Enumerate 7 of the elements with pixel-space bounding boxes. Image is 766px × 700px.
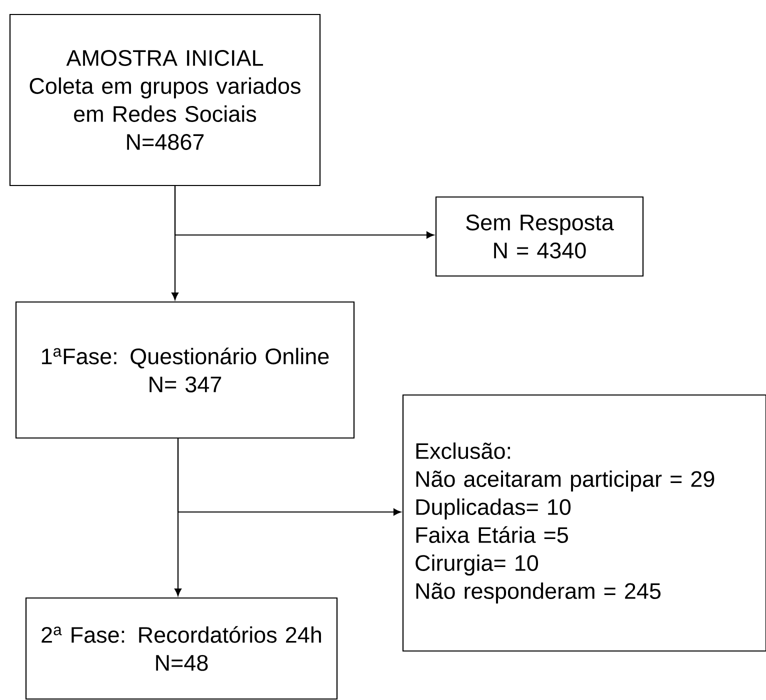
arrow <box>177 438 402 516</box>
process-box: AMOSTRA INICIAL Coleta em grupos variados em Redes Sociais N=4867 <box>9 14 321 186</box>
process-box: 2$^{a}$ Fase: Recordatórios 24h N=48 <box>25 597 338 700</box>
process-box: Exclusão: Não aceitaram participar = 29 Duplicadas= 10 Faixa Etária =5 Cirurgia= 10 Não responderam = 245 <box>402 394 766 652</box>
process-box: 1$^{a}$Fase: Questionário Online N= 347 <box>15 301 355 439</box>
arrow <box>174 186 434 238</box>
process-box: Sem Resposta N = 4340 <box>435 196 644 277</box>
